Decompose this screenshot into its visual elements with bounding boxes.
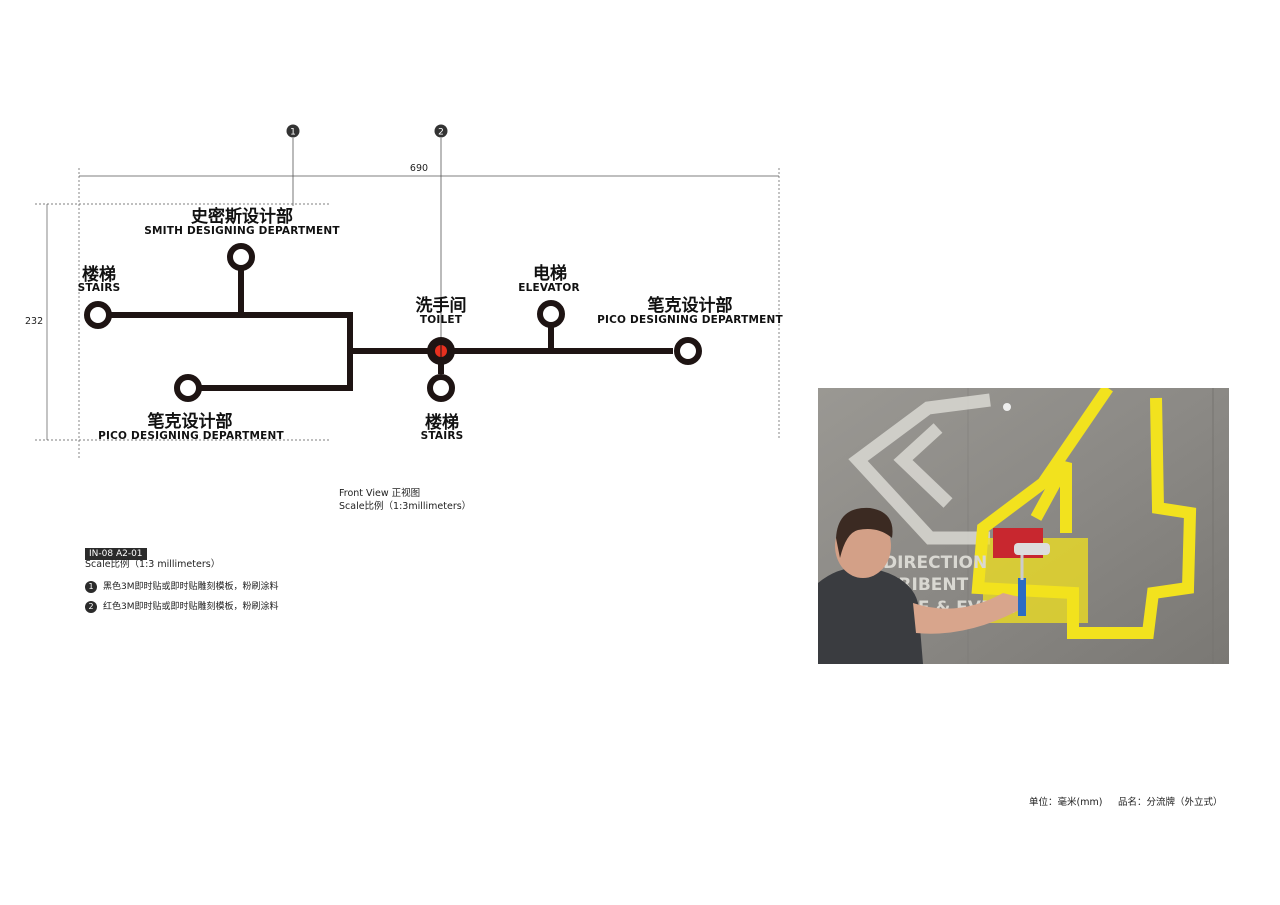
note-2-bullet: 2 xyxy=(85,600,97,613)
stairs-bottom-label-cn: 楼梯 xyxy=(425,413,459,433)
toilet-label-cn: 洗手间 xyxy=(415,296,467,316)
spec-code-tag: IN-08 A2-01 xyxy=(85,548,147,560)
dimension-lines xyxy=(35,168,780,460)
spec-scale: Scale比例（1:3 millimeters） xyxy=(85,559,221,570)
elevator-label-en: ELEVATOR xyxy=(518,282,580,294)
spec-code: IN-08 A2-01 xyxy=(85,541,147,560)
spec-note-2: 2 红色3M即时贴或即时贴雕刻模板，粉刷涂料 xyxy=(85,599,279,613)
marker-2: 2 xyxy=(434,124,448,138)
footer-product: 品名：分流牌（外立式） xyxy=(1118,797,1223,808)
white-tape-chevron xyxy=(848,393,991,545)
stairs-left-label-cn: 楼梯 xyxy=(82,265,116,285)
route-lines xyxy=(110,270,673,391)
pico-right-label-en: PICO DESIGNING DEPARTMENT xyxy=(597,314,783,326)
stop-elevator xyxy=(537,300,565,328)
stop-stairs-left xyxy=(84,301,112,329)
stairs-left-label-en: STAIRS xyxy=(77,282,121,294)
smith-label-cn: 史密斯设计部 xyxy=(191,207,293,227)
pico-right-label-cn: 笔克设计部 xyxy=(647,296,733,316)
footer-unit: 单位：毫米(mm) xyxy=(1029,797,1103,808)
stop-pico-right xyxy=(674,337,702,365)
note-1-bullet: 1 xyxy=(85,580,97,593)
wall-hole xyxy=(1003,403,1011,411)
photo-line-1: DIRECTION xyxy=(883,553,987,573)
marker-1-num: 1 xyxy=(290,128,296,138)
stop-circles xyxy=(84,243,702,402)
painting-woman-silhouette xyxy=(818,507,1050,664)
smith-label-en: SMITH DESIGNING DEPARTMENT xyxy=(144,225,340,237)
height-dimension-label: 232 xyxy=(25,316,44,327)
stop-pico-left xyxy=(174,374,202,402)
marker-1: 1 xyxy=(286,124,300,138)
note-2-text: 红色3M即时贴或即时贴雕刻模板，粉刷涂料 xyxy=(103,602,279,612)
yellow-tape-four xyxy=(971,388,1197,639)
leader-lines xyxy=(292,138,442,352)
stairs-bottom-label-en: STAIRS xyxy=(420,430,464,442)
toilet-label-en: TOILET xyxy=(419,314,463,326)
width-dimension-label: 690 xyxy=(409,163,429,174)
marker-2-num: 2 xyxy=(438,128,444,138)
spec-note-1: 1 黑色3M即时贴或即时贴雕刻模板，粉刷涂料 xyxy=(85,579,279,593)
route-main xyxy=(110,312,673,354)
elevator-label-cn: 电梯 xyxy=(533,264,567,284)
view-scale: Scale比例（1:3millimeters） xyxy=(339,501,472,512)
pico-left-label-en: PICO DESIGNING DEPARTMENT xyxy=(98,430,284,442)
note-1-text: 黑色3M即时贴或即时贴雕刻模板，粉刷涂料 xyxy=(103,582,279,592)
route-lower xyxy=(201,351,353,391)
stop-toilet xyxy=(427,337,455,365)
stop-smith xyxy=(227,243,255,271)
pico-left-label-cn: 笔克设计部 xyxy=(147,412,233,432)
stop-stairs-bottom xyxy=(427,374,455,402)
view-title: Front View 正视图 xyxy=(339,488,421,499)
installation-photo: DIRECTION SKRIBENT XPERIENCE & EVENT xyxy=(818,388,1229,664)
